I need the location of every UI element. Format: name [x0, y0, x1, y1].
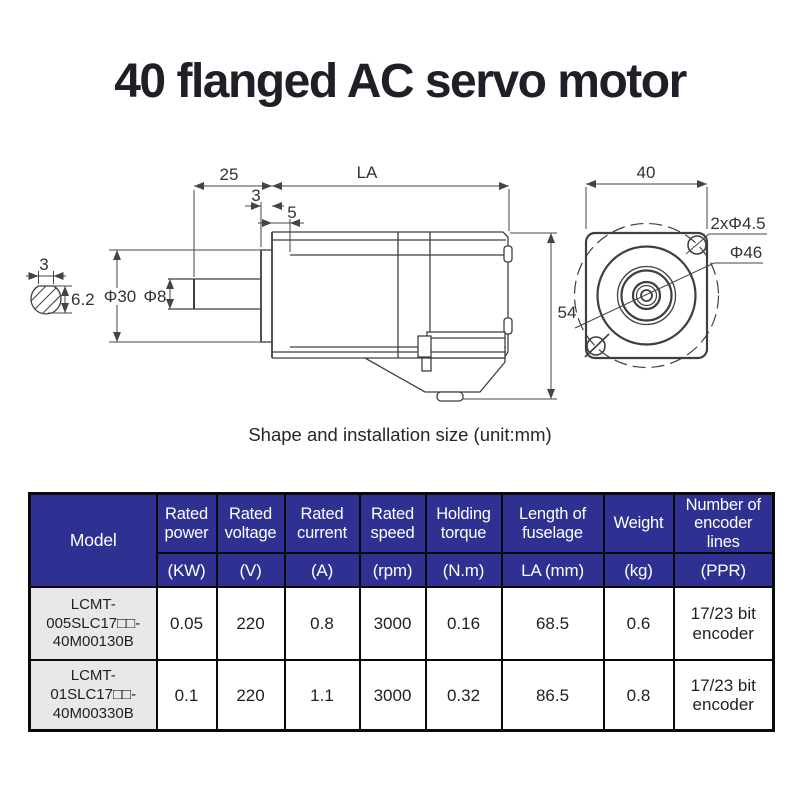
- dim-key-flat-width-label: 3: [39, 255, 48, 274]
- technical-drawing: 25 LA 3 5 54 Φ30 Φ8 3 6.2: [26, 163, 767, 402]
- col-header-model: Model: [28, 492, 158, 589]
- cell-speed-2: 3000: [358, 659, 427, 732]
- col-header-rated-voltage: Rated voltage: [215, 492, 286, 555]
- col-unit-rated-current: (A): [283, 552, 361, 589]
- col-header-rated-power: Rated power: [155, 492, 218, 555]
- page-title: 40 flanged AC servo motor: [114, 55, 687, 108]
- motor-front-view: [573, 222, 720, 369]
- dim-label-mask: [100, 288, 140, 305]
- cell-fuselage-1: 68.5: [500, 586, 605, 662]
- dim-shaft-diameter-label: Φ8: [143, 287, 166, 306]
- table-row: LCMT- 01SLC17□□- 40M00330B 0.1 220 1.1 3…: [28, 659, 775, 732]
- spec-table: Model Rated power Rated voltage Rated cu…: [28, 492, 775, 733]
- drawing-caption: Shape and installation size (unit:mm): [248, 424, 552, 445]
- front-view-dimensions: [574, 180, 767, 329]
- cell-fuselage-2: 86.5: [500, 659, 605, 732]
- col-header-holding-torque: Holding torque: [424, 492, 503, 555]
- cell-power-2: 0.1: [155, 659, 218, 732]
- dim-boss-diameter-label: Φ30: [104, 287, 136, 306]
- cell-weight-1: 0.6: [602, 586, 675, 662]
- dim-boss-protrusion-label: 3: [251, 186, 260, 205]
- col-header-rated-current: Rated current: [283, 492, 361, 555]
- cell-current-2: 1.1: [283, 659, 361, 732]
- cell-weight-2: 0.8: [602, 659, 675, 732]
- col-unit-weight: (kg): [602, 552, 675, 589]
- motor-side-view: [30, 231, 513, 402]
- col-unit-rated-voltage: (V): [215, 552, 286, 589]
- dim-key-section-height-label: 6.2: [71, 290, 95, 309]
- col-unit-rated-speed: (rpm): [358, 552, 427, 589]
- cell-power-1: 0.05: [155, 586, 218, 662]
- cell-encoder-1: 17/23 bit encoder: [672, 586, 775, 662]
- model-line: 005SLC17□□-: [46, 614, 141, 632]
- col-header-weight: Weight: [602, 492, 675, 555]
- cell-speed-1: 3000: [358, 586, 427, 662]
- model-line: LCMT-: [70, 667, 116, 685]
- dim-flange-thickness-label: 5: [287, 203, 296, 222]
- cable-connector: [364, 357, 506, 402]
- cell-torque-1: 0.16: [424, 586, 503, 662]
- dim-flange-size-label: 40: [637, 163, 656, 182]
- col-unit-rated-power: (KW): [155, 552, 218, 589]
- cell-model-2: LCMT- 01SLC17□□- 40M00330B: [28, 659, 158, 732]
- dim-mount-holes-label: 2xΦ4.5: [710, 214, 765, 233]
- dim-shaft-length-label: 25: [220, 165, 239, 184]
- model-line: 40M00330B: [52, 704, 134, 722]
- model-line: 01SLC17□□-: [50, 686, 137, 704]
- model-line: LCMT-: [70, 595, 116, 613]
- dim-body-height-label: 54: [558, 303, 577, 322]
- cell-model-1: LCMT- 005SLC17□□- 40M00130B: [28, 586, 158, 662]
- col-unit-fuselage-length: LA (mm): [500, 552, 605, 589]
- cell-voltage-1: 220: [215, 586, 286, 662]
- table-row: LCMT- 005SLC17□□- 40M00130B 0.05 220 0.8…: [28, 586, 775, 662]
- cell-voltage-2: 220: [215, 659, 286, 732]
- cell-torque-2: 0.32: [424, 659, 503, 732]
- cell-encoder-2: 17/23 bit encoder: [672, 659, 775, 732]
- col-unit-holding-torque: (N.m): [424, 552, 503, 589]
- cell-current-1: 0.8: [283, 586, 361, 662]
- col-header-rated-speed: Rated speed: [358, 492, 427, 555]
- col-header-encoder-lines: Number of encoder lines: [672, 492, 775, 555]
- col-unit-encoder-lines: (PPR): [672, 552, 775, 589]
- col-header-fuselage-length: Length of fuselage: [500, 492, 605, 555]
- mount-holes: [584, 235, 707, 358]
- model-line: 40M00130B: [52, 633, 134, 651]
- dim-body-length-label: LA: [357, 163, 378, 182]
- dim-bolt-circle-label: Φ46: [730, 243, 762, 262]
